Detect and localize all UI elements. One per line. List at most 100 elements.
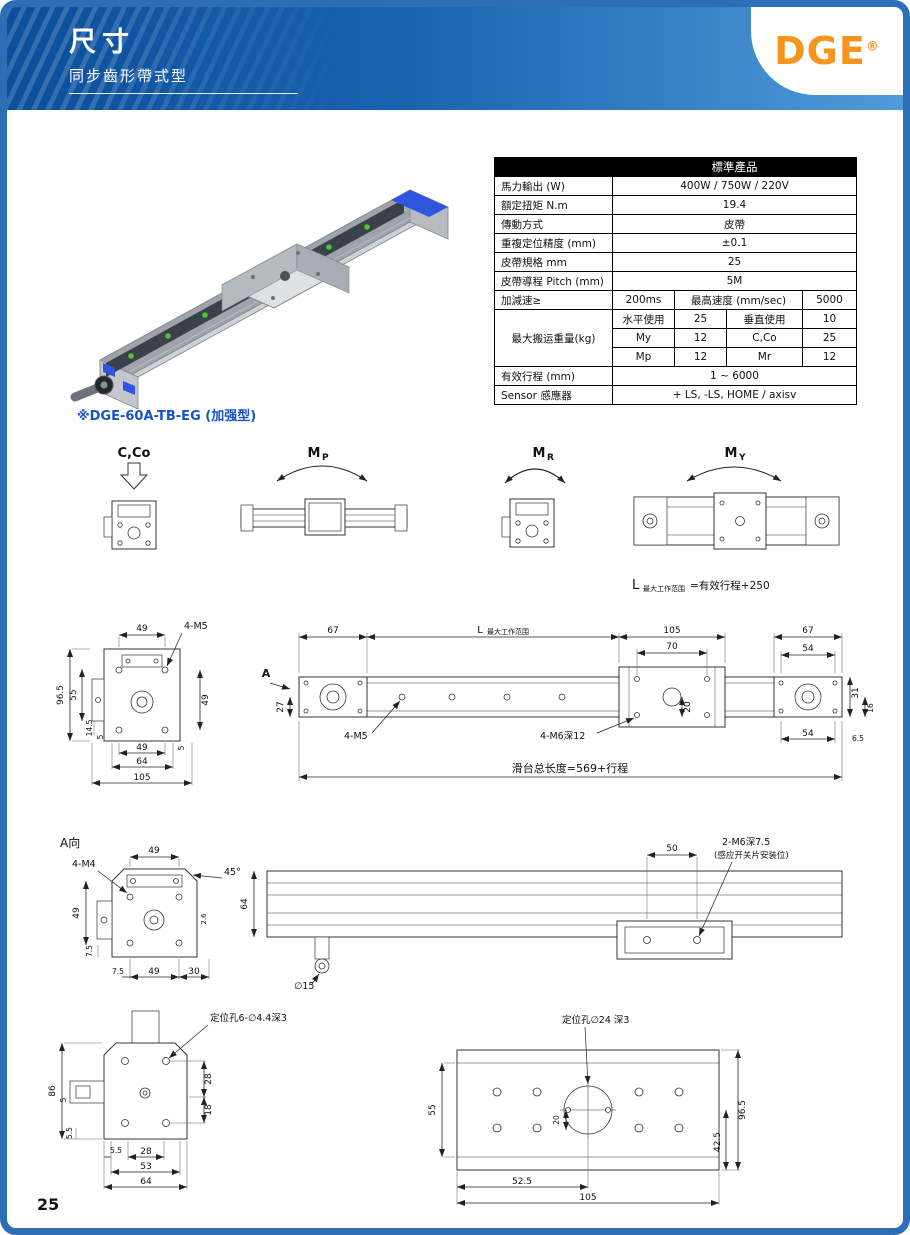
spec-value: 200ms	[612, 290, 675, 310]
moment-diagram-my: M Y	[633, 446, 840, 550]
spec-value: + LS, -LS, HOME / axisv	[612, 385, 857, 405]
dim-label: 5	[177, 745, 186, 750]
dim-label: 52.5	[512, 1177, 532, 1187]
page-number: 25	[37, 1195, 60, 1214]
dim-label: 67	[802, 626, 813, 636]
callout-label: 4-M4	[72, 859, 96, 870]
spec-label: 皮帶導程 Pitch (mm)	[494, 271, 613, 291]
spec-value: ±0.1	[612, 233, 857, 253]
callout-label: 定位孔∅24 深3	[562, 1014, 629, 1026]
dim-label: L	[477, 625, 483, 636]
moment-label: M	[725, 446, 738, 461]
dim-label: 20	[552, 1115, 561, 1125]
spec-value: 皮帶	[612, 214, 857, 234]
dim-label: 64	[136, 757, 148, 767]
dim-label: 5	[59, 1097, 68, 1102]
spec-table: 標準產品 馬力輸出 (W)400W / 750W / 220V 額定扭矩 N.m…	[494, 157, 857, 405]
dim-label: 50	[666, 844, 678, 854]
header-band: 尺寸 同步齒形帶式型 DGE®	[7, 7, 903, 110]
registered-mark: ®	[865, 39, 880, 55]
brand-logo: DGE®	[774, 29, 880, 73]
dim-label: 16	[866, 703, 875, 713]
dim-label: 42.5	[713, 1132, 723, 1152]
spec-header-row: 標準產品	[494, 157, 857, 177]
spec-cell: My	[612, 328, 675, 348]
dim-label: 49	[201, 694, 211, 706]
dim-label: 49	[136, 743, 148, 753]
dim-label: 54	[802, 644, 814, 654]
callout-label: 4-M5	[184, 621, 208, 632]
model-caption: ※DGE-60A-TB-EG (加强型)	[77, 409, 257, 424]
dim-label: 5.5	[110, 1146, 122, 1155]
dim-label: 5.5	[65, 1127, 74, 1139]
spec-cell: 25	[674, 309, 727, 329]
spec-label: 加減速≥	[494, 290, 613, 310]
dim-label: 5	[96, 734, 105, 739]
dim-label: 105	[133, 773, 150, 783]
dim-label: 28	[204, 1073, 214, 1085]
view-label: A向	[60, 835, 80, 850]
spec-value: 400W / 750W / 220V	[612, 176, 857, 196]
spec-cell: 10	[802, 309, 857, 329]
callout-label: 4-M6深12	[540, 731, 585, 742]
dim-label: 53	[140, 1162, 151, 1172]
page-title: 尺寸	[69, 27, 135, 58]
note-l-sub: 最大工作范围	[643, 584, 685, 593]
dim-label-sub: 最大工作范围	[487, 627, 529, 636]
note-equation: =有效行程+250	[690, 579, 770, 592]
spec-cell: 12	[674, 347, 727, 367]
dim-label: 105	[663, 626, 680, 636]
spec-label: 重複定位精度 (mm)	[494, 233, 613, 253]
spec-value: 19.4	[612, 195, 857, 215]
spec-cell: Mr	[726, 347, 803, 367]
spec-cell: 25	[802, 328, 857, 348]
spec-value: 5M	[612, 271, 857, 291]
header-stripes	[7, 7, 347, 110]
spec-cell: 12	[802, 347, 857, 367]
moment-label-sub: Y	[738, 453, 746, 463]
dim-label: 45°	[224, 867, 241, 878]
moment-diagram-mp: M P	[240, 446, 408, 536]
dim-label: 27	[276, 701, 286, 712]
callout-label: ∅15	[294, 981, 314, 992]
spec-label: 傳動方式	[494, 214, 613, 234]
dim-label: 14.5	[85, 719, 94, 736]
callout-label: 定位孔6-∅4.4深3	[210, 1012, 287, 1024]
dim-label: 7.5	[112, 967, 124, 976]
dim-label: 6.5	[852, 734, 864, 743]
spec-cell: Mp	[612, 347, 675, 367]
dim-label: 7.5	[85, 945, 94, 957]
dim-label: 2.6	[200, 913, 208, 925]
spec-label: 馬力輸出 (W)	[494, 176, 613, 196]
spec-label: 皮帶規格 mm	[494, 252, 613, 272]
dim-label: 55	[428, 1104, 438, 1115]
dim-label: 54	[802, 729, 814, 739]
moment-label: C,Co	[118, 446, 151, 461]
spec-label: 額定扭矩 N.m	[494, 195, 613, 215]
dim-label: 20	[683, 701, 693, 713]
dim-label: 49	[136, 624, 148, 634]
moment-diagram-mr: M R	[501, 446, 566, 548]
dim-label: 96.5	[56, 685, 66, 705]
spec-label: Sensor 感應器	[494, 385, 613, 405]
dim-label: 31	[851, 687, 861, 698]
callout-label: 2-M6深7.5	[722, 837, 770, 848]
spec-value: 25	[612, 252, 857, 272]
dimension-drawing-a-view: A向 49 4-M4 45° 49 7.5 2.6 7.5 49 30	[60, 835, 843, 992]
dimension-drawing-main: L 最大工作范围 =有效行程+250 49 4-M5 96.5 55 14.5 …	[56, 578, 875, 786]
note-l: L	[632, 578, 640, 593]
dim-label: 96.5	[738, 1100, 748, 1120]
dim-label: 86	[48, 1085, 58, 1097]
page-subtitle: 同步齒形帶式型	[69, 65, 299, 94]
dim-label: 18	[204, 1104, 214, 1116]
spec-cell: 垂直使用	[726, 309, 803, 329]
spec-header-blank	[494, 157, 613, 177]
logo-panel: DGE®	[751, 7, 903, 95]
spec-cell: 12	[674, 328, 727, 348]
moment-label: M	[308, 446, 321, 461]
moment-label-sub: P	[322, 453, 329, 463]
dim-label: 28	[140, 1147, 152, 1157]
dim-label: 49	[148, 967, 160, 977]
dim-label: 67	[327, 626, 338, 636]
